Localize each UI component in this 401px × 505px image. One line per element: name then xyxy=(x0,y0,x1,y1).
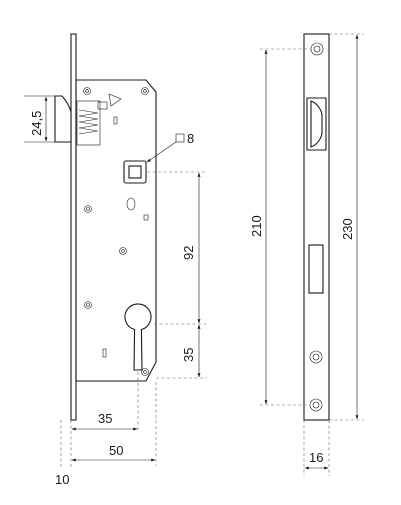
latch-housing xyxy=(76,100,101,146)
spindle-hub xyxy=(123,160,147,184)
screw-bottom-left xyxy=(84,301,92,309)
side-latch-opening xyxy=(306,97,327,151)
spindle-square-label: 8 xyxy=(187,131,194,146)
screw-top-right-inner xyxy=(143,89,147,93)
handle-to-cylinder-label: 92 xyxy=(181,246,196,260)
cylinder-cutout xyxy=(124,303,152,371)
small-slot xyxy=(143,214,149,221)
faceplate-edge-label: 10 xyxy=(55,472,69,487)
screw-top-left-inner xyxy=(85,89,89,93)
screw-bottom-left-inner xyxy=(86,303,90,307)
latch-spring xyxy=(78,109,99,135)
screw-center-inner xyxy=(121,249,125,253)
faceplate xyxy=(70,33,77,421)
front-dimensions: 24,5 92 35 35 50 10 xyxy=(24,95,207,487)
cylinder-offset-label: 35 xyxy=(98,411,112,426)
side-faceplate xyxy=(303,33,330,421)
latch-bolt xyxy=(54,95,72,143)
faceplate-length-label: 230 xyxy=(340,218,355,240)
front-view: 8 xyxy=(54,33,194,421)
side-screw-middle-inner xyxy=(312,353,320,361)
oval-slot xyxy=(126,197,136,211)
side-dimensions: 210 230 16 xyxy=(249,33,364,476)
spindle-square xyxy=(128,165,142,179)
square-symbol xyxy=(175,133,185,143)
screw-bottom-right-inner xyxy=(143,370,147,374)
cylinder-to-bottom-label: 35 xyxy=(181,348,196,362)
latch-height-label: 24,5 xyxy=(29,111,44,136)
latch-slot xyxy=(113,116,118,125)
screw-distance-label: 210 xyxy=(249,215,264,237)
latch-cam xyxy=(108,93,122,107)
screw-center xyxy=(119,247,127,255)
side-screw-middle xyxy=(309,350,323,364)
spindle-leader-line xyxy=(146,141,177,163)
side-view xyxy=(303,33,330,421)
screw-top-left xyxy=(83,87,91,95)
side-screw-bottom-inner xyxy=(312,401,320,409)
screw-middle-left-inner xyxy=(86,207,90,211)
lower-slot xyxy=(102,348,107,358)
faceplate-width-label: 16 xyxy=(309,450,323,465)
side-bolt-opening xyxy=(308,244,324,294)
screw-bottom-right xyxy=(141,368,149,376)
screw-top-right xyxy=(141,87,149,95)
lock-body xyxy=(75,79,157,382)
screw-middle-left xyxy=(84,205,92,213)
latch-tab xyxy=(97,101,108,110)
side-screw-top-inner xyxy=(313,45,321,53)
backset-label: 50 xyxy=(109,443,123,458)
